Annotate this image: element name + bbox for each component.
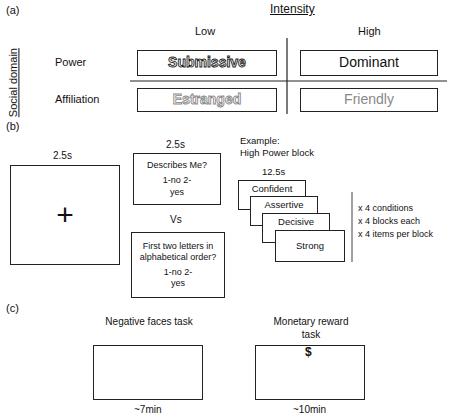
question-screen: Describes Me? 1-no 2-yes xyxy=(133,153,221,205)
box-text: Friendly xyxy=(344,91,394,109)
text-label: Social domain xyxy=(7,38,20,128)
box-text: First two letters in alphabetical order? xyxy=(132,241,224,264)
box-text: Estranged xyxy=(173,91,241,109)
text-label: 12.5s xyxy=(262,166,285,177)
quadrant-box: Dominant xyxy=(300,50,438,76)
text-label: Vs xyxy=(170,214,182,226)
text-label: $ xyxy=(305,345,312,359)
text-label: (c) xyxy=(6,302,19,315)
text-label: Low xyxy=(195,25,215,38)
box-text: Assertive xyxy=(264,199,303,211)
question-screen: First two letters in alphabetical order?… xyxy=(131,232,225,298)
quadrant-box: Friendly xyxy=(300,88,438,112)
text-label: High xyxy=(358,25,381,38)
text-label: x 4 conditions xyxy=(358,203,413,214)
text-label: (b) xyxy=(6,120,19,133)
text-label: ~7min xyxy=(134,404,162,416)
text-label: ~10min xyxy=(293,404,326,416)
grid-line xyxy=(286,38,287,114)
text-label: x 4 items per block xyxy=(358,229,433,240)
task-heading: Negative faces task xyxy=(104,316,194,329)
text-label: 2.5s xyxy=(53,150,72,162)
box-text: + xyxy=(56,196,74,234)
text-label: Intensity xyxy=(270,2,315,16)
response-options: 1-no 2-yes xyxy=(159,175,195,198)
task-screen: Negative faces task xyxy=(93,345,203,400)
text-label: x 4 blocks each xyxy=(358,216,420,227)
box-text: Submissive xyxy=(168,54,246,72)
text-label: 2.5s xyxy=(166,139,185,151)
quadrant-box: Estranged xyxy=(137,88,277,112)
response-options: 1-no 2-yes xyxy=(160,267,196,290)
box-text: Decisive xyxy=(278,216,314,228)
box-text: Describes Me? xyxy=(147,160,207,171)
text-label: High Power block xyxy=(240,147,314,158)
fixation-screen: + xyxy=(10,165,120,265)
box-text: Dominant xyxy=(339,54,399,72)
text-label: Example: xyxy=(240,135,280,146)
task-heading: Monetary reward task xyxy=(266,316,356,341)
box-text: Strong xyxy=(296,240,324,252)
word-card: Strong xyxy=(275,230,345,262)
grid-line xyxy=(130,80,447,81)
text-label: (a) xyxy=(6,4,19,17)
bracket-line xyxy=(352,192,353,262)
text-label: Affiliation xyxy=(55,93,99,106)
box-text: Confident xyxy=(252,183,293,195)
quadrant-box: Submissive xyxy=(137,50,277,76)
text-label: Power xyxy=(55,56,86,69)
